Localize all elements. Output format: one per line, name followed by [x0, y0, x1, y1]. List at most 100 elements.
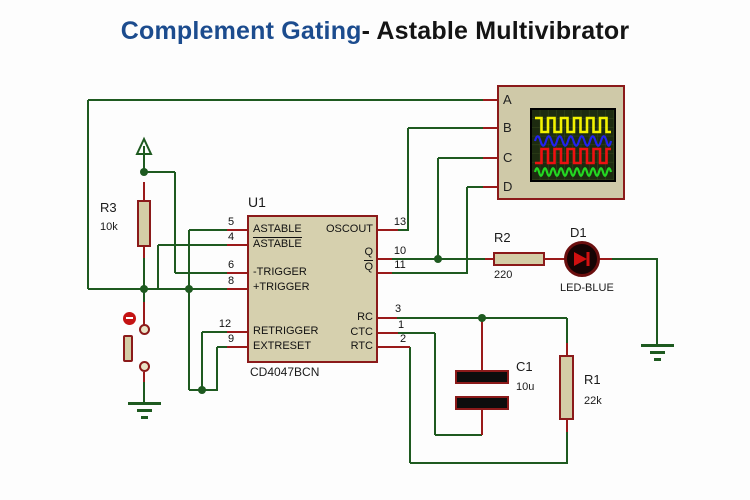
wire — [174, 172, 176, 273]
capacitor-c1-plate — [455, 370, 509, 384]
resistor-r3 — [137, 200, 151, 247]
wire — [409, 347, 411, 463]
pin-stub — [378, 272, 392, 274]
button-terminal — [139, 361, 150, 372]
ic-u1-body — [247, 215, 378, 363]
wire — [158, 244, 227, 246]
wire — [410, 462, 568, 464]
ic-pin-label: ASTABLE — [253, 223, 302, 235]
capacitor-c1-plate — [455, 396, 509, 410]
r2-value: 220 — [494, 269, 513, 281]
wire — [88, 288, 227, 290]
page-title: Complement Gating- Astable Multivibrator — [0, 17, 750, 46]
junction-dot — [185, 285, 193, 293]
ic-pin-number: 3 — [394, 303, 402, 315]
ground-icon — [650, 351, 665, 354]
pin-stub — [143, 302, 145, 325]
pin-stub — [483, 157, 497, 159]
waveform-d — [533, 167, 613, 177]
resistor-r2 — [493, 252, 545, 266]
ground-icon — [128, 402, 161, 405]
d1-value: LED-BLUE — [560, 282, 614, 294]
ic-pin-label: RTC — [350, 340, 373, 352]
ic-pin-label: EXTRESET — [253, 340, 312, 352]
waveform-b — [533, 135, 613, 147]
wire — [143, 157, 145, 173]
wire — [437, 158, 439, 259]
pin-stub — [227, 272, 247, 274]
junction-dot — [434, 255, 442, 263]
wire — [398, 332, 435, 334]
pin-stub — [378, 317, 397, 319]
scope-channel-c: C — [503, 150, 513, 165]
pin-stub — [378, 346, 410, 348]
wire — [216, 347, 218, 390]
wire — [566, 318, 568, 343]
wire — [88, 99, 483, 101]
scope-channel-a: A — [503, 92, 512, 107]
pin-stub — [481, 410, 483, 435]
ic-pin-number: 6 — [227, 259, 235, 271]
pin-stub — [545, 258, 565, 260]
pin-stub — [481, 318, 483, 371]
button-actuator[interactable] — [123, 335, 133, 362]
pin-stub — [378, 229, 398, 231]
wire — [87, 100, 89, 289]
wire — [189, 229, 227, 231]
scope-channel-b: B — [503, 120, 512, 135]
pin-stub — [143, 372, 145, 382]
scope-channel-d: D — [503, 179, 513, 194]
ic-pin-number: 10 — [393, 245, 407, 257]
junction-dot — [140, 285, 148, 293]
r1-value: 22k — [584, 395, 602, 407]
wire — [188, 230, 190, 390]
junction-dot — [478, 314, 486, 322]
ic-pin-label: RC — [357, 311, 373, 323]
c1-value: 10u — [516, 381, 535, 393]
waveform-a — [535, 116, 611, 134]
pin-stub — [378, 332, 398, 334]
ic-pin-number: 2 — [399, 333, 407, 345]
ic-pin-label: CTC — [350, 326, 373, 338]
pin-stub — [227, 244, 247, 246]
ic-ref: U1 — [248, 194, 266, 210]
wire — [217, 346, 229, 348]
ic-pin-number: 11 — [394, 259, 406, 271]
ic-pin-number: 5 — [227, 216, 235, 228]
pin-stub — [599, 258, 612, 260]
wire — [566, 432, 568, 463]
pin-stub — [378, 258, 392, 260]
d1-ref: D1 — [570, 225, 587, 240]
ic-pin-number: 1 — [397, 319, 405, 331]
scope-waveforms — [532, 110, 615, 180]
ic-part-number: CD4047BCN — [250, 365, 320, 379]
r2-ref: R2 — [494, 230, 511, 245]
r3-ref: R3 — [100, 200, 117, 215]
wire — [144, 171, 175, 173]
ic-pin-number: 8 — [227, 275, 235, 287]
wire — [202, 331, 227, 333]
pin-stub — [566, 343, 568, 355]
wire — [398, 229, 409, 231]
button-toggle-icon[interactable] — [123, 312, 136, 325]
r3-value: 10k — [100, 221, 118, 233]
wire — [408, 127, 483, 129]
title-rest: - Astable Multivibrator — [361, 17, 630, 45]
resistor-r1 — [559, 355, 574, 420]
c1-ref: C1 — [516, 359, 533, 374]
wire — [143, 289, 145, 302]
ic-pin-label: RETRIGGER — [253, 325, 319, 337]
wire — [656, 259, 658, 345]
pin-stub — [566, 420, 568, 432]
ground-icon — [654, 358, 661, 361]
pin-stub — [483, 186, 497, 188]
pin-stub — [227, 331, 247, 333]
ic-pin-label: Q — [364, 260, 373, 273]
wire — [201, 332, 203, 390]
wire — [392, 272, 468, 274]
ic-pin-label: Q — [364, 246, 373, 258]
ic-pin-number: 12 — [218, 318, 232, 330]
pin-stub — [483, 127, 497, 129]
ground-icon — [141, 416, 148, 419]
